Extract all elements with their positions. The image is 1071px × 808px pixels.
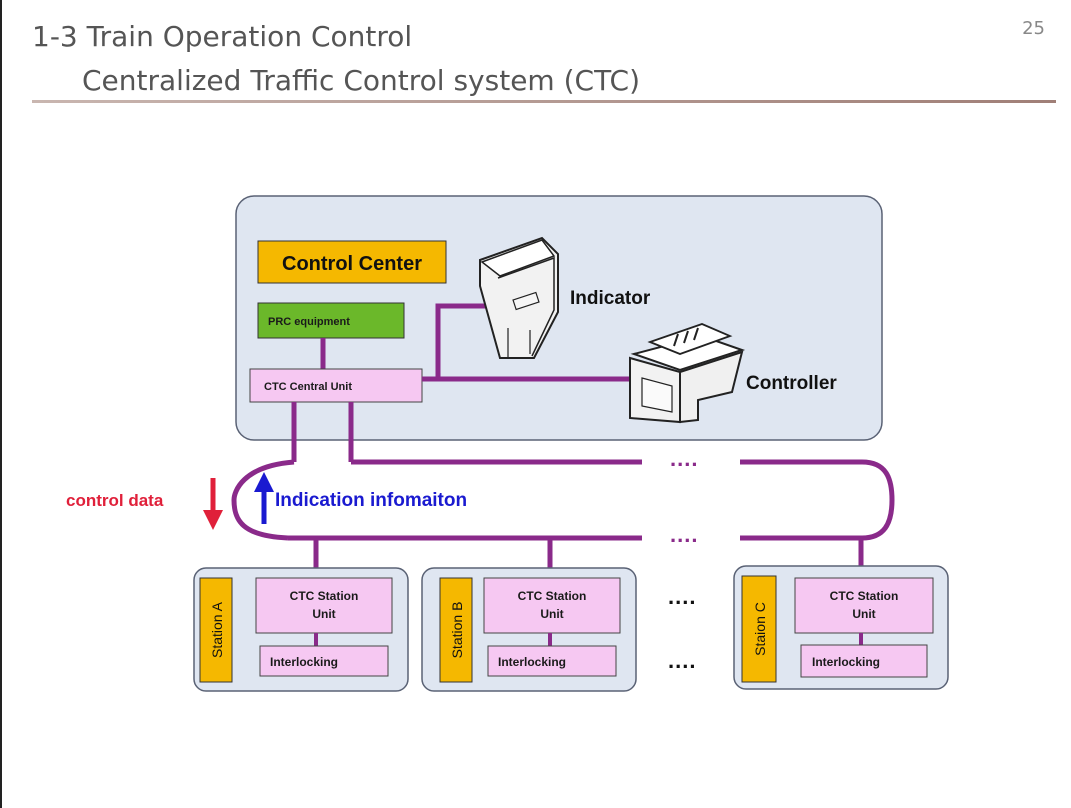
prc-equipment-box (257, 302, 405, 339)
prc-equipment-label: PRC equipment (268, 316, 350, 328)
station-c-unit-box (794, 577, 934, 634)
station-c-interlocking: Interlocking (812, 655, 880, 669)
station-a-unit-box (255, 577, 393, 634)
control-center-label: Control Center (282, 253, 422, 275)
station-a-unit-line1: CTC Station (290, 589, 359, 603)
ring-dots-top: .... (670, 446, 698, 471)
station-a-unit-line2: Unit (312, 607, 335, 621)
indication-info-label: Indication infomaiton (275, 490, 467, 511)
station-a-interlocking: Interlocking (270, 655, 338, 669)
title-underline (32, 100, 1056, 103)
slide-title-line1: 1-3 Train Operation Control (32, 20, 413, 53)
station-b: Station B CTC Station Unit Interlocking (421, 567, 637, 692)
station-c-name-box (741, 575, 777, 683)
ring-dots-bottom: .... (670, 522, 698, 547)
station-a-name-box (199, 577, 233, 683)
station-b-unit-box (483, 577, 621, 634)
station-b-unit-line2: Unit (540, 607, 563, 621)
slide-page-number: 25 (1022, 18, 1045, 39)
station-c-name: Staion C (752, 602, 768, 656)
control-data-label: control data (66, 491, 164, 510)
controller-icon (629, 323, 746, 424)
station-c-unit-line2: Unit (852, 607, 875, 621)
network-ring-right (861, 459, 895, 541)
slide-title-line2: Centralized Traffic Control system (CTC) (82, 64, 641, 97)
ctc-central-unit-label: CTC Central Unit (264, 381, 352, 393)
station-b-name-box (439, 577, 473, 683)
station-b-interlocking: Interlocking (498, 655, 566, 669)
indicator-icon (479, 236, 559, 359)
station-c-unit-line1: CTC Station (830, 589, 899, 603)
station-b-name: Station B (449, 602, 465, 659)
controller-label: Controller (746, 373, 837, 394)
station-c-interlocking-box (800, 644, 928, 678)
indicator-label: Indicator (570, 288, 651, 309)
ctc-central-unit-box (249, 368, 423, 403)
station-a-name: Station A (209, 601, 225, 658)
station-a: Station A CTC Station Unit Interlocking (193, 567, 409, 692)
control-center-box (257, 240, 447, 284)
station-b-unit-line1: CTC Station (518, 589, 587, 603)
stations-dots-top: .... (668, 584, 696, 609)
stations-dots-bottom: .... (668, 648, 696, 673)
network-ring-left (231, 459, 295, 541)
station-b-interlocking-box (487, 645, 617, 677)
station-c: Staion C CTC Station Unit Interlocking (733, 565, 949, 690)
station-a-interlocking-box (259, 645, 389, 677)
